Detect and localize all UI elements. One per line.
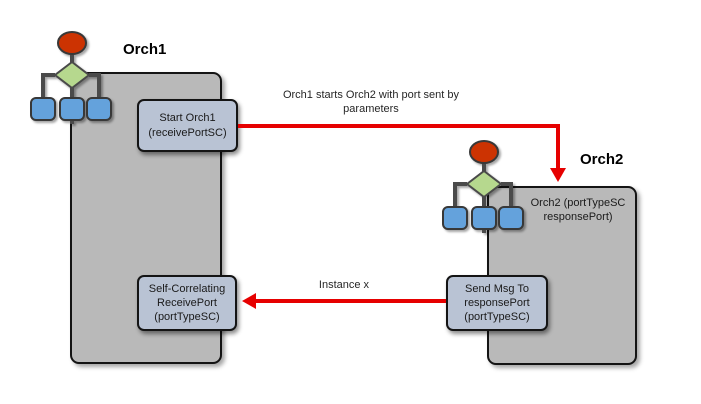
task-box-icon [30, 97, 56, 121]
decision-diamond-icon [53, 60, 91, 90]
task-box-icon [59, 97, 85, 121]
decision-diamond-icon [465, 169, 503, 199]
orch2-title: Orch2 [580, 151, 624, 168]
task-box-icon [86, 97, 112, 121]
orch1-flowchart-icon [28, 28, 114, 129]
orch1-title: Orch1 [123, 41, 167, 58]
task-box-icon [498, 206, 524, 230]
start-ellipse-icon [469, 140, 499, 164]
orch2-flowchart-icon [440, 137, 526, 238]
send-msg-port-box: Send Msg To responsePort (portTypeSC) [446, 275, 548, 331]
self-correlating-receiveport-box: Self-Correlating ReceivePort (portTypeSC… [137, 275, 237, 331]
task-box-icon [442, 206, 468, 230]
start-arrow-label: Orch1 starts Orch2 with port sent by par… [282, 89, 460, 115]
start-ellipse-icon [57, 31, 87, 55]
orch2-body-label: Orch2 (portTypeSC responsePort) [530, 197, 626, 224]
start-orch1-port-box: Start Orch1 (receivePortSC) [137, 99, 238, 152]
instance-arrow-label: Instance x [318, 279, 370, 291]
task-box-icon [471, 206, 497, 230]
